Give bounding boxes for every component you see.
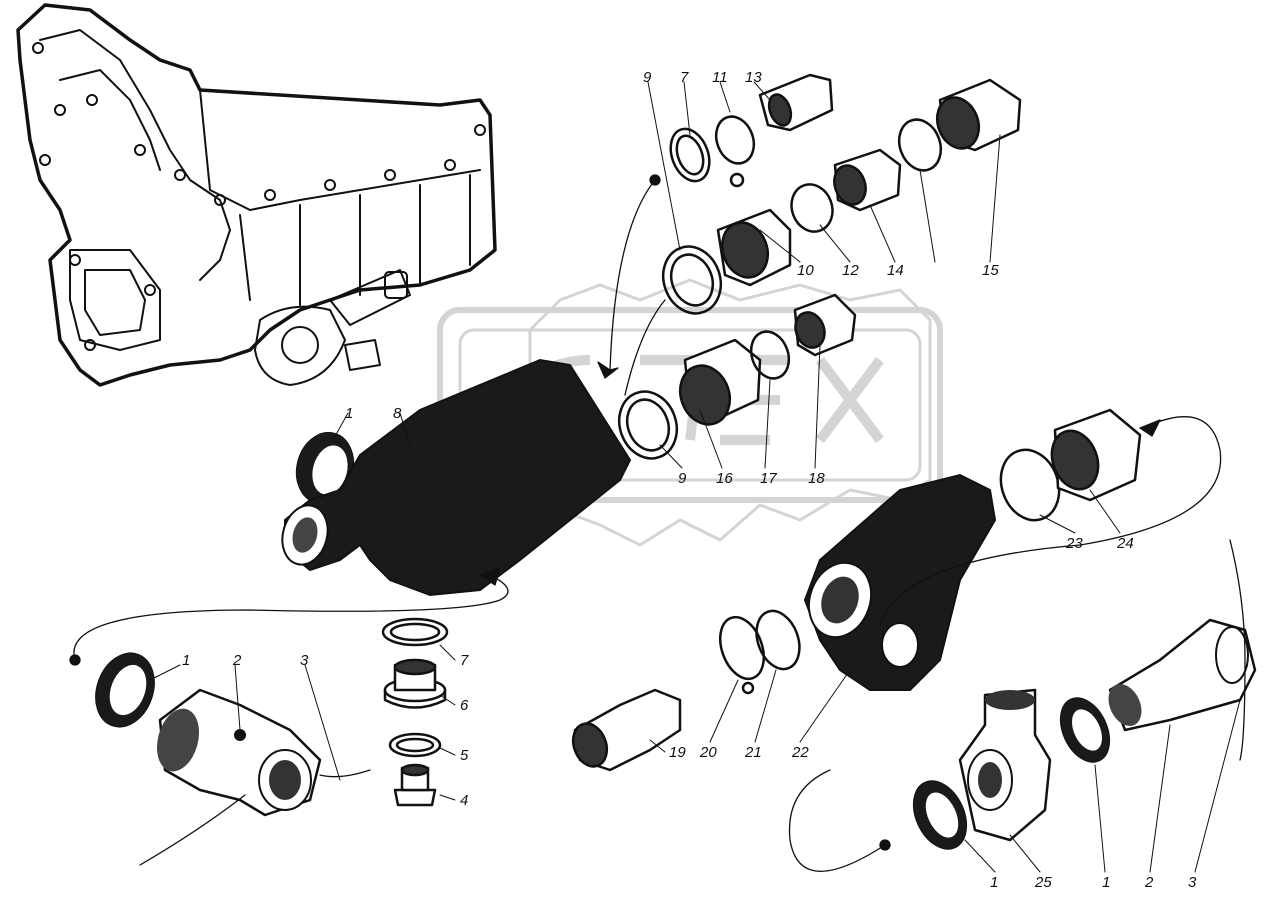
lower-left-stacked-parts [381, 617, 449, 807]
part-number-labels: 1 2 3 4 5 6 7 8 9 10 11 12 13 14 7 15 9 … [182, 69, 1197, 891]
label-6: 6 [460, 697, 469, 714]
label-2: 2 [232, 652, 242, 669]
label-20: 20 [699, 744, 717, 761]
label-24: 24 [1116, 535, 1134, 552]
label-19: 19 [669, 744, 686, 761]
label-16: 16 [716, 470, 733, 487]
transmission-housing [16, 3, 497, 387]
label-7b: 7 [680, 69, 689, 86]
label-9b: 9 [678, 470, 687, 487]
label-2b: 2 [1144, 874, 1154, 891]
upper-right-fittings [661, 73, 1022, 315]
label-14: 14 [887, 262, 904, 279]
label-4: 4 [460, 792, 468, 809]
label-3b: 3 [1188, 874, 1197, 891]
label-22: 22 [791, 744, 809, 761]
label-1: 1 [345, 405, 353, 422]
label-1c: 1 [1102, 874, 1110, 891]
label-1d: 1 [182, 652, 190, 669]
label-18: 18 [808, 470, 825, 487]
label-25: 25 [1034, 874, 1052, 891]
label-21: 21 [744, 744, 762, 761]
lower-right-assembly [912, 618, 1257, 850]
leader-lines [149, 81, 1241, 873]
lower-left-bolt-assembly [95, 652, 322, 817]
label-8: 8 [393, 405, 402, 422]
label-12: 12 [842, 262, 859, 279]
label-13: 13 [745, 69, 762, 86]
label-5: 5 [460, 747, 469, 764]
part-1-seal-ring-upper [295, 431, 355, 505]
part-22-casting-body [803, 473, 997, 691]
label-15: 15 [982, 262, 999, 279]
part-8-casting-body [281, 358, 632, 597]
label-7: 7 [460, 652, 469, 669]
label-9: 9 [643, 69, 652, 86]
leader-curves [69, 174, 1246, 872]
label-3: 3 [300, 652, 309, 669]
label-17: 17 [760, 470, 777, 487]
lower-middle-fittings [571, 609, 801, 772]
label-10: 10 [797, 262, 814, 279]
label-23: 23 [1065, 535, 1083, 552]
label-1b: 1 [990, 874, 998, 891]
label-11: 11 [712, 69, 728, 86]
middle-fittings [617, 293, 1142, 522]
